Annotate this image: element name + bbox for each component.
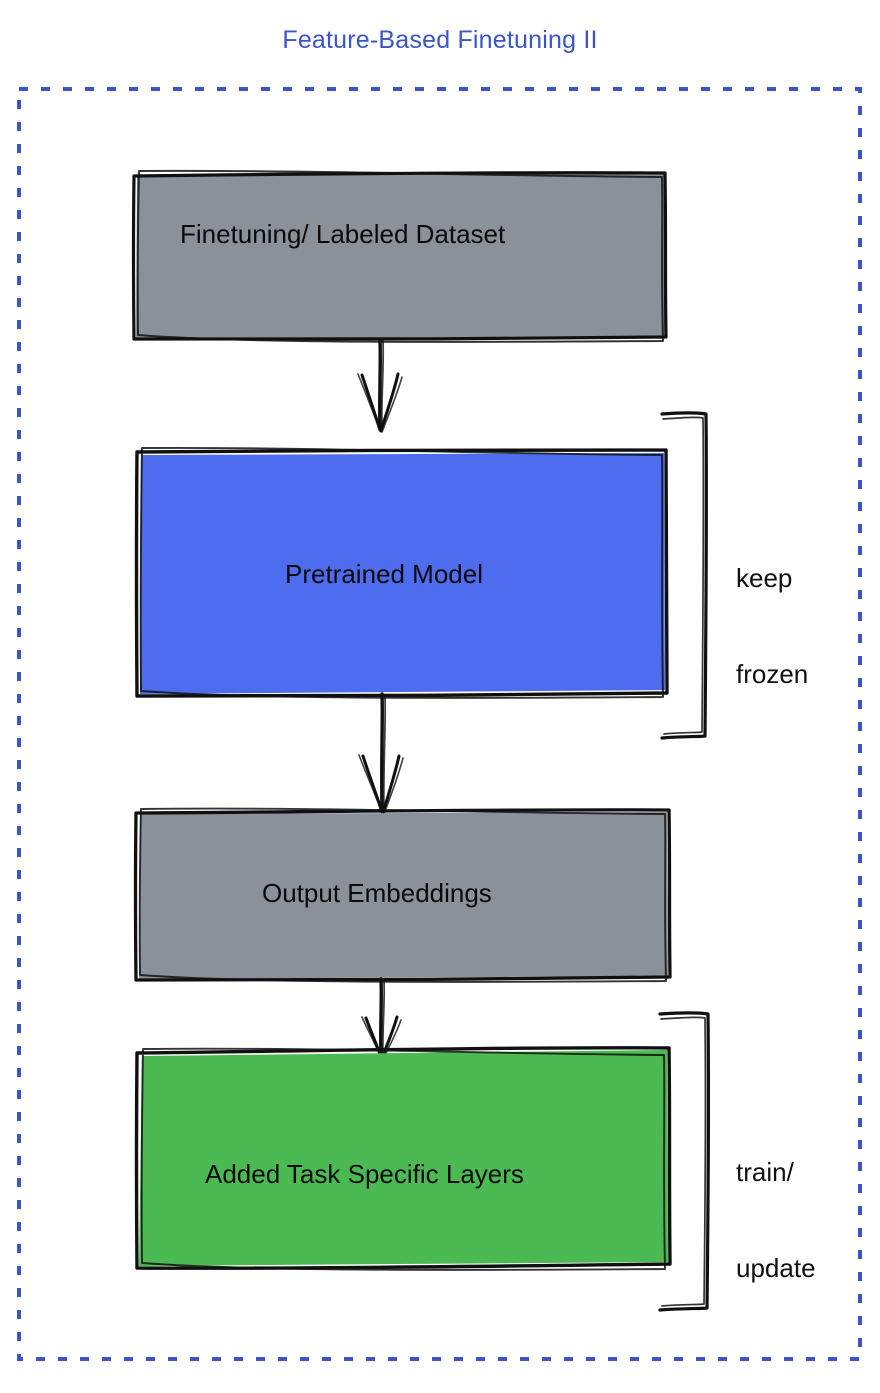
node-added-task-specific-layers-fill — [139, 1050, 668, 1266]
node-pretrained-model[interactable] — [134, 446, 669, 699]
node-finetuning-dataset-fill — [136, 172, 665, 339]
node-output-embeddings[interactable] — [133, 807, 672, 983]
annotation-train-update-line2: update — [736, 1253, 816, 1283]
dashed-container — [17, 87, 862, 1361]
annotation-train-update: train/ update — [736, 1092, 816, 1316]
annotation-keep-frozen-line1: keep — [736, 563, 793, 593]
node-output-embeddings-outline-b — [138, 807, 667, 983]
bracket-keep-frozen — [660, 411, 709, 740]
node-label-pretrained-model: Pretrained Model — [285, 559, 483, 589]
node-output-embeddings-outline-a — [133, 808, 672, 982]
arrow-output-to-layers — [361, 977, 402, 1060]
annotation-keep-frozen: keep frozen — [736, 498, 808, 722]
node-label-finetuning-dataset: Finetuning/ Labeled Dataset — [180, 219, 506, 249]
node-pretrained-model-outline-a — [134, 448, 669, 698]
node-label-added-task-specific-layers: Added Task Specific Layers — [205, 1159, 524, 1189]
page-title: Feature-Based Finetuning II — [282, 26, 598, 54]
node-finetuning-dataset[interactable] — [131, 169, 668, 343]
node-output-embeddings-fill — [139, 812, 668, 979]
arrow-dataset-to-model — [357, 338, 403, 433]
node-added-task-specific-layers[interactable] — [134, 1046, 672, 1271]
bracket-train-update — [658, 1011, 711, 1312]
node-pretrained-model-fill — [140, 453, 665, 694]
node-added-task-specific-layers-outline-b — [140, 1047, 666, 1271]
arrow-model-to-output — [358, 692, 404, 815]
annotation-keep-frozen-line2: frozen — [736, 659, 809, 689]
node-added-task-specific-layers-outline-a — [134, 1046, 672, 1270]
node-label-output-embeddings: Output Embeddings — [262, 878, 492, 908]
annotation-train-update-line1: train/ — [736, 1157, 794, 1187]
